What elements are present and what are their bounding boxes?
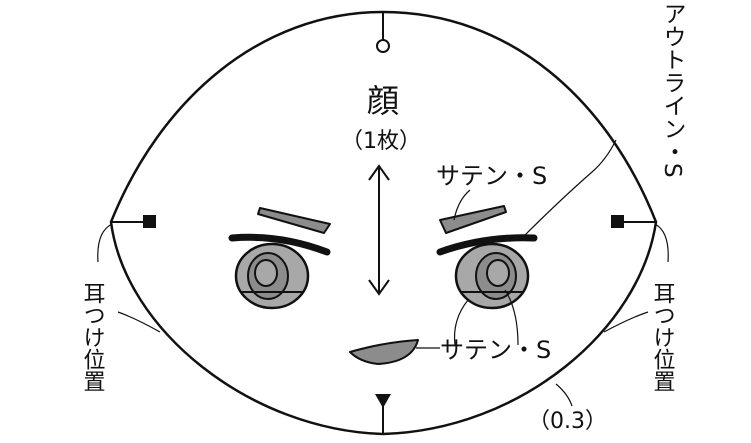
bottom-marker-triangle [375,394,391,408]
arrow-head-up [368,164,390,181]
leader-ear-left [97,223,113,263]
leader-eye-left [453,299,469,346]
right-eye [454,242,530,310]
outline-material-label: アウトライン・S [659,2,685,178]
mouth [349,339,419,365]
left-eye [234,242,310,310]
count-label: （1枚） [341,129,421,154]
right-eyebrow [439,205,507,234]
ear-position-left-label: 耳つけ位置 [80,282,106,392]
leader-ear-right [654,223,669,263]
ear-mark-right-square [611,215,624,228]
leader-seam [555,383,573,407]
top-marker-circle [376,39,390,53]
leader-eye-right [504,289,519,346]
left-eyebrow [257,207,331,234]
ear-mark-left-square [143,215,156,228]
right-eyelid [436,234,538,256]
leader-ear-left-2 [117,311,161,333]
leader-brow [453,189,471,221]
left-eyelid [228,233,331,256]
seam-allowance-label: （0.3） [528,409,607,434]
face-outline [109,10,658,436]
ear-position-right-label: 耳つけ位置 [650,282,676,392]
arrow-head-down [368,279,390,296]
eye-mouth-material-label: サテン・S [440,336,551,364]
title-label: 顔 [367,82,399,120]
brow-material-label: サテン・S [436,162,547,190]
leader-ear-right-2 [603,311,649,333]
leader-outline [521,139,617,239]
